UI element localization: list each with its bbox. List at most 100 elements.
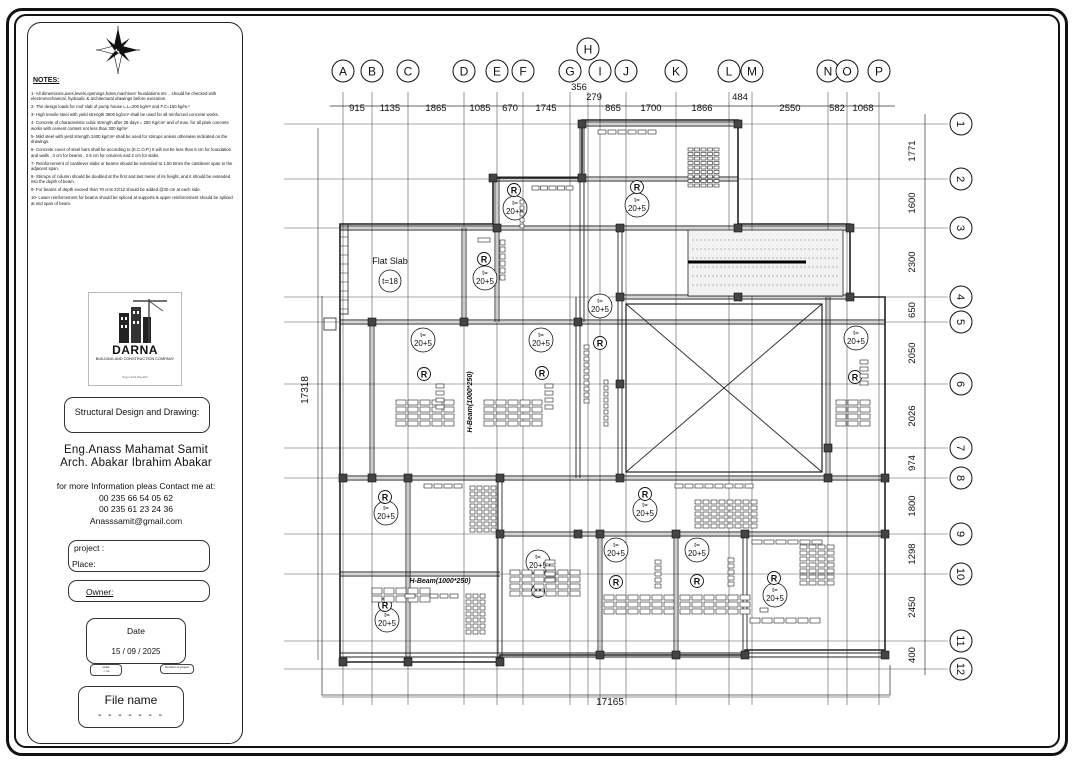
hollow-block — [544, 559, 556, 565]
contact-info: for more Information pleas Contact me at… — [38, 481, 234, 527]
hollow-block — [435, 404, 445, 410]
hollow-block — [654, 577, 662, 583]
date-box — [86, 618, 186, 664]
axis-bubble-i — [588, 59, 612, 83]
rib-slab-t-label: t= — [694, 542, 700, 549]
hollow-block — [713, 156, 720, 161]
hollow-block — [694, 165, 700, 170]
axis-bubble-9 — [949, 522, 973, 546]
hollow-block — [483, 497, 490, 503]
axis-label-1: 1 — [954, 121, 966, 127]
axis-bubble-h — [576, 37, 600, 61]
hollow-block — [817, 562, 826, 568]
dimension-top: 1745 — [535, 103, 556, 114]
column — [740, 529, 750, 539]
hollow-block — [663, 608, 675, 615]
hollow-block — [707, 179, 713, 183]
axis-bubble-4 — [949, 285, 973, 309]
structural-design-label: Structural Design and Drawing: — [74, 407, 200, 417]
hollow-block — [663, 601, 675, 608]
hollow-block — [700, 174, 707, 179]
axis-bubble-j — [614, 59, 638, 83]
email-link[interactable]: Anasssamit@gmail.com — [89, 515, 183, 526]
hollow-block — [419, 406, 431, 413]
hollow-block — [583, 344, 590, 350]
hollow-block — [483, 521, 490, 527]
hollow-block — [483, 503, 490, 509]
hollow-block — [469, 515, 476, 521]
hollow-block — [519, 413, 531, 420]
column — [367, 317, 377, 327]
hollow-block — [707, 174, 713, 179]
hollow-block — [679, 608, 691, 615]
void-cross — [625, 303, 823, 473]
logo-subtitle: BUILDING AND CONSTRUCTION COMPANY — [95, 357, 175, 361]
hollow-block — [700, 147, 707, 152]
hollow-block — [859, 406, 871, 413]
hollow-block — [483, 420, 495, 427]
axis-label-m: M — [747, 65, 757, 79]
hollow-block — [449, 593, 459, 599]
hollow-block — [519, 406, 531, 413]
hollow-block — [817, 580, 826, 586]
hollow-block — [395, 399, 407, 406]
column — [338, 657, 348, 667]
rib-slab-depth: 20+5 — [688, 549, 707, 558]
hollow-block — [859, 359, 869, 365]
hollow-block — [713, 170, 720, 174]
contact-intro: for more Information pleas Contact me at… — [56, 481, 216, 491]
hollow-block — [679, 594, 691, 601]
hollow-block — [750, 505, 758, 511]
hollow-block — [726, 511, 734, 517]
hollow-block — [847, 406, 859, 413]
axis-label-n: N — [824, 65, 833, 79]
column — [733, 292, 743, 302]
title-block-panel — [27, 22, 243, 744]
hollow-block — [519, 420, 531, 427]
note-item: 9- For beams of depth exceed than 70 cms… — [31, 187, 201, 193]
hollow-block — [742, 517, 750, 523]
hollow-block — [713, 165, 720, 170]
rib-slab-bubble — [587, 293, 613, 319]
hollow-block — [808, 574, 817, 580]
hollow-block — [557, 185, 565, 191]
column — [671, 529, 681, 539]
note-item: 2- The design loads for roof slab of pum… — [31, 104, 190, 110]
hollow-block — [557, 576, 569, 583]
rib-slab-depth: 20+5 — [591, 305, 610, 314]
axis-bubble-m — [740, 59, 764, 83]
rib-slab-t-label: t= — [613, 542, 619, 549]
foundation-outline — [321, 296, 891, 696]
hollow-block — [727, 569, 735, 575]
hollow-block — [775, 539, 787, 545]
hollow-block — [859, 380, 869, 386]
hollow-block — [742, 511, 750, 517]
hollow-block — [703, 608, 715, 615]
hollow-block — [859, 420, 871, 427]
hollow-block — [499, 274, 506, 281]
column — [573, 317, 583, 327]
project-label: project : — [74, 543, 105, 553]
axis-bubble-c — [396, 59, 420, 83]
hollow-block — [483, 509, 490, 515]
overall-dimension-left: 17318 — [300, 376, 311, 404]
hollow-block — [540, 185, 548, 191]
hollow-block — [479, 605, 486, 611]
hollow-block — [519, 217, 525, 223]
hollow-block — [687, 183, 694, 188]
hollow-block — [603, 403, 609, 409]
hollow-block — [742, 505, 750, 511]
note-item: 7- Reinforcement of cantilever slabs or … — [31, 160, 233, 172]
place-label: Place: — [72, 559, 96, 569]
axis-label-a: A — [339, 65, 347, 79]
hollow-block — [694, 499, 702, 505]
hollow-block — [615, 594, 627, 601]
phone-2: 00 235 61 23 24 36 — [98, 504, 174, 514]
hollow-block — [371, 587, 383, 595]
rib-marker-circle — [690, 574, 704, 588]
hollow-block — [435, 390, 445, 396]
rib-slab-t-label: t= — [482, 270, 488, 277]
hollow-block — [710, 511, 718, 517]
hollow-block — [483, 413, 495, 420]
hollow-block — [637, 129, 647, 135]
